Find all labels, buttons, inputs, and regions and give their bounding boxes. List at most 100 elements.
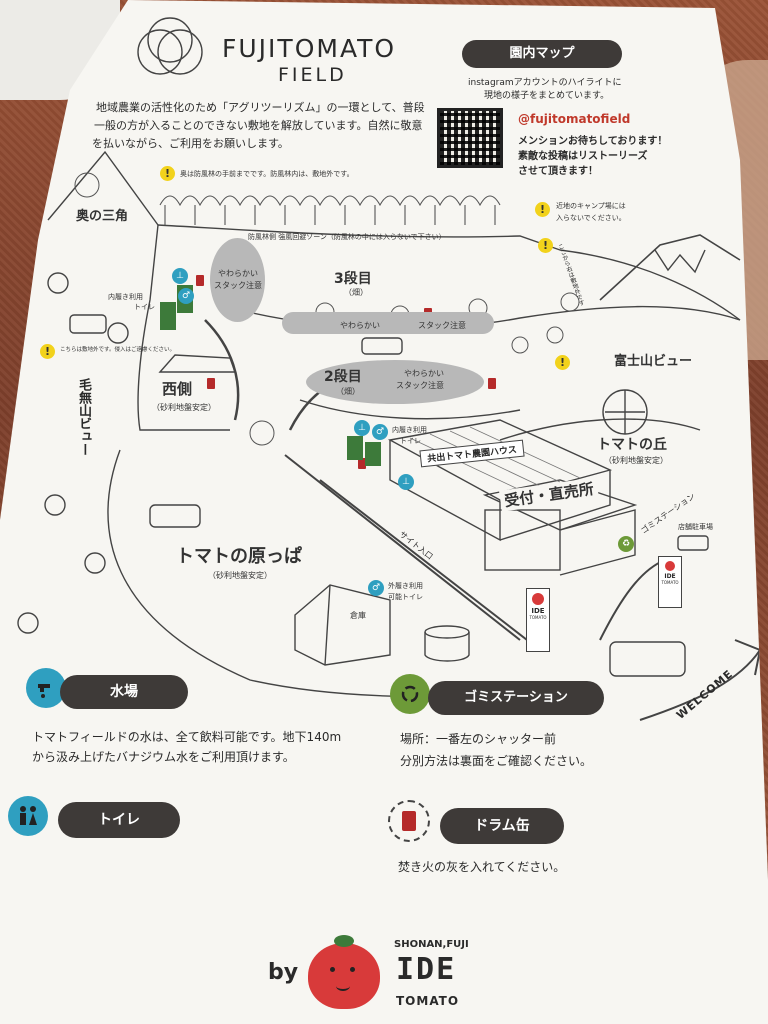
footer-shonan: SHONAN,FUJI [394,939,469,950]
warning-icon: ! [160,166,175,181]
label-sotobaki: 可能トイレ [388,593,423,601]
note-outside: こちらは敷地外です。侵入はご遠慮ください。 [60,347,175,353]
toilet-icon: ♂ [368,580,384,596]
label-tomato-oka-sub: （砂利地盤安定） [604,456,668,465]
ide-flag: IDE TOMATO [526,588,550,652]
water-tap-glyph [38,684,50,698]
label-uchibaki-toilet: トイレ [134,303,155,311]
drum-can-icon [388,800,430,842]
warning-icon: ! [555,355,570,370]
warehouse [294,584,391,666]
legend-toilet-pill: トイレ [58,802,180,838]
hay-bale [107,322,129,344]
recycle-glyph [401,685,419,703]
logo-ring [147,17,193,63]
label-shop-parking: 店舗駐車場 [678,523,713,531]
water-tap-icon: ⊥ [172,268,188,284]
tractor-icon [69,314,107,334]
greenhouse-wall [389,440,501,542]
brand-title: FUJITOMATO [222,34,397,63]
label-tomato-harappa-sub: （砂利地盤安定） [208,571,272,580]
dome-tent-frame [605,390,645,434]
label-fujisan-view: 富士山ビュー [614,354,693,369]
flag-text: IDE [531,607,545,615]
tomato-leaf [334,935,354,947]
reception-wall [559,509,636,576]
hay-bale [47,272,69,294]
caution-label-2dan: スタック注意 [396,381,444,390]
label-sandanme: 3段目 [334,271,372,287]
note-camp: 近地のキャンプ場には [556,202,626,210]
car-icon [677,535,709,551]
toilet-icon: ♂ [178,288,194,304]
label-nishigawa-sub: （砂利地盤安定） [152,403,216,412]
reception-wall [484,509,561,571]
label-tomato-oka: トマトの丘 [597,437,667,453]
recycle-icon: ♻ [618,536,634,552]
label-tomato-harappa: トマトの原っぱ [176,546,302,567]
instagram-handle[interactable]: @fujitomatofield [518,112,631,126]
warning-icon: ! [538,238,553,253]
warning-icon: ! [535,202,550,217]
label-souko: 倉庫 [350,611,366,620]
intro-line: を払いながら、ご利用をお願いします。 [92,137,289,150]
caution-label-3dan: スタック注意 [418,321,466,330]
flag-sub: TOMATO [661,580,679,585]
legend-water-text: トマトフィールドの水は、全て飲料可能です。地下140m [32,730,342,744]
instagram-message: させて頂きます！ [518,166,598,177]
car-icon [149,504,201,528]
intro-line: 一般の方が入ることのできない敷地を解放しています。自然に敬意 [94,119,423,132]
legend-gomi-text: 分別方法は裏面をご確認ください。 [400,754,593,768]
footer-by: by [268,960,299,985]
logo-ring [137,29,183,75]
greenhouse-wall [499,470,611,541]
oka-boundary [499,418,701,441]
road-line [284,454,521,641]
ide-flag: IDE TOMATO [658,556,682,608]
label-uchibaki-toilet-b: 内履き利用 [392,426,427,434]
soft-ground-zone-3dan [282,312,494,334]
water-tank-top [424,625,470,639]
water-tap-icon [26,668,66,708]
legend-water-text: から汲み上げたバナジウム水をご利用頂けます。 [32,750,295,764]
soft-label-2dan: やわらかい [404,369,444,378]
soft-ground-zone-2dan [306,360,484,404]
map-label-pill: 園内マップ [462,40,622,68]
flag-sub: TOMATO [529,615,547,620]
label-kenashiyama: 毛無山ビュー [76,378,91,456]
label-uchibaki-toilet-b: トイレ [400,437,421,445]
recycle-icon [390,674,430,714]
qr-code[interactable] [437,108,503,168]
road-line [319,479,541,651]
tomato-eye [350,967,355,972]
soft-ground-zone-vertical [210,238,265,322]
toilet-icon: ♂ [372,424,388,440]
logo-ring [157,29,203,75]
hay-bale [44,494,66,516]
road-line [599,559,666,641]
flag-text: IDE [664,573,676,580]
label-nidanme: 2段目 [324,369,362,385]
fuji-snowcap [654,249,706,274]
water-tap-icon: ⊥ [354,420,370,436]
instagram-message: メンションお待ちしております！ [518,136,668,147]
note-camp: 入らないでください。 [556,214,626,222]
warehouse-edge [324,584,331,666]
label-uchibaki-toilet: 内履き利用 [108,293,143,301]
water-tank-body [424,632,470,662]
instagram-message: 素敵な投稿はリストーリーズ [518,151,648,162]
toilet-glyph [20,806,37,825]
tomato-mascot-logo [308,935,380,1009]
tent-shelter [158,354,236,373]
toilet-icon [8,796,48,836]
label-nishigawa: 西側 [162,380,193,398]
soft-label-vertical: スタック注意 [214,281,262,290]
label-sandanme-sub: （畑） [344,288,368,297]
tomato-mouth [336,981,350,991]
label-okunosankaku: 奥の三角 [76,209,129,224]
label-nidanme-sub: （畑） [336,387,360,396]
brand-subtitle: FIELD [278,64,347,86]
car-icon [361,337,403,355]
